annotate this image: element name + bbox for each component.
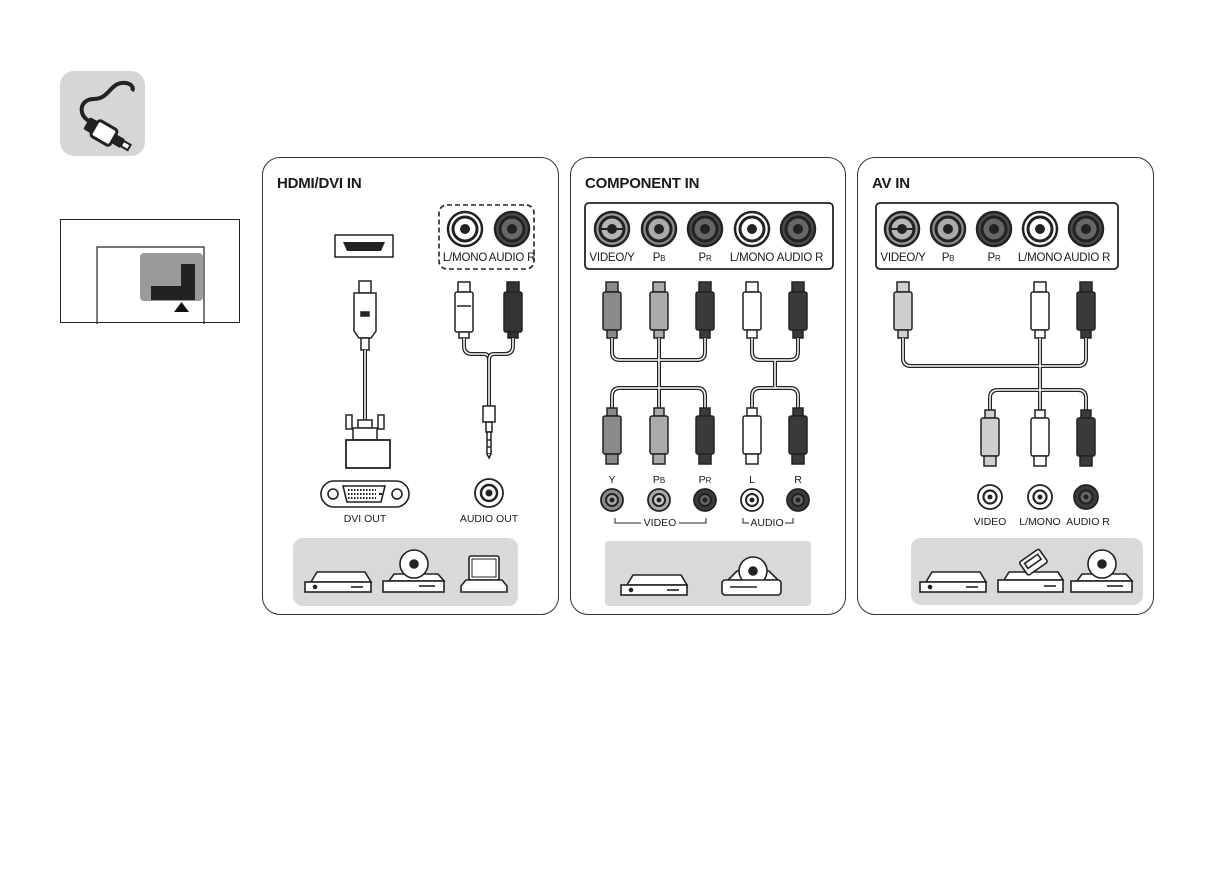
cable-connection-icon (60, 71, 145, 156)
port-label-pb: PB (641, 252, 677, 264)
group-label-audio: AUDIO (747, 517, 787, 529)
port-label-audio-r: AUDIO R (1060, 252, 1114, 264)
port-label-audio-r: AUDIO R (487, 252, 537, 264)
source-jack-r-icon (787, 489, 809, 511)
rca-to-3.5mm-cable-icon (455, 282, 522, 458)
port-label-pr: PR (687, 252, 723, 264)
pb-jack-icon (931, 212, 965, 246)
dvi-port-icon (321, 481, 409, 507)
source-label-pb: PB (647, 474, 671, 486)
port-label-l-mono: L/MONO (440, 252, 490, 264)
port-label-audio-r: AUDIO R (773, 252, 827, 264)
panel-av-in: AV IN (857, 157, 1154, 615)
video-y-jack-icon (885, 212, 919, 246)
location-pointer-icon (174, 302, 189, 312)
l-mono-jack-icon (735, 212, 769, 246)
source-jack-pr-icon (694, 489, 716, 511)
source-label-video: VIDEO (965, 516, 1015, 528)
port-label-video-y: VIDEO/Y (876, 252, 930, 264)
port-label-l-mono: L/MONO (725, 252, 779, 264)
source-label-r: R (788, 474, 808, 486)
video-y-jack-icon (595, 212, 629, 246)
component-cable-icon (603, 282, 807, 464)
l-mono-jack-icon (1023, 212, 1057, 246)
source-jack-l-mono-icon (1028, 485, 1052, 509)
port-label-pb: PB (930, 252, 966, 264)
set-top-box-icon (920, 572, 986, 592)
source-label-l: L (742, 474, 762, 486)
source-jack-y-icon (601, 489, 623, 511)
source-jack-video-icon (978, 485, 1002, 509)
pr-jack-icon (977, 212, 1011, 246)
set-top-box-icon (621, 575, 687, 595)
source-label-y: Y (602, 474, 622, 486)
pb-jack-icon (642, 212, 676, 246)
port-label-video-y: VIDEO/Y (585, 252, 639, 264)
source-jack-pb-icon (648, 489, 670, 511)
source-label-pr: PR (693, 474, 717, 486)
port-label-pr: PR (976, 252, 1012, 264)
pr-jack-icon (688, 212, 722, 246)
hdmi-to-dvi-cable-icon (346, 281, 390, 468)
group-label-video: VIDEO (640, 517, 680, 529)
source-label-audio-out: AUDIO OUT (449, 513, 529, 525)
audio-out-jack-icon (475, 479, 503, 507)
source-jack-l-icon (741, 489, 763, 511)
l-mono-jack-icon (448, 212, 482, 246)
source-label-audio-r: AUDIO R (1061, 516, 1115, 528)
audio-r-jack-icon (781, 212, 815, 246)
tv-port-location-diagram (60, 219, 240, 323)
compatible-devices-area (605, 541, 811, 606)
hdmi-port-icon (335, 235, 393, 257)
port-label-l-mono: L/MONO (1013, 252, 1067, 264)
audio-r-jack-icon (495, 212, 529, 246)
source-jack-audio-r-icon (1074, 485, 1098, 509)
source-label-l-mono: L/MONO (1015, 516, 1065, 528)
audio-r-jack-icon (1069, 212, 1103, 246)
source-label-dvi-out: DVI OUT (325, 513, 405, 525)
panel-component-in: COMPONENT IN (570, 157, 846, 615)
composite-av-cable-icon (894, 282, 1095, 466)
set-top-box-icon (305, 572, 371, 592)
panel-hdmi-dvi-in: HDMI/DVI IN (262, 157, 559, 615)
